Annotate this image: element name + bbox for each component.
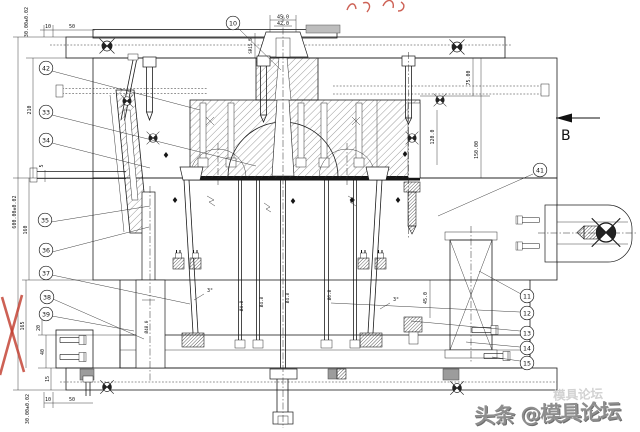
dim-20: 20 [36,325,42,331]
svg-text:12: 12 [523,310,531,317]
balloon-39: 39 [38,306,54,322]
balloon-15: 15 [519,355,535,371]
knockout-rod [269,368,298,425]
dim-pin3: Ø4.8 [284,292,291,303]
spring-box [444,226,498,362]
svg-text:37: 37 [42,270,50,277]
svg-text:14: 14 [523,345,531,352]
pillar-dia-label: Ø48.0 [143,320,150,333]
watermark-main: 头条 @模具论坛 [473,399,621,429]
dim-75: 75.00 [466,70,472,85]
balloon-35: 35 [37,212,53,228]
balloon-36: 36 [38,242,54,258]
support-pillar: Ø48.0 [135,191,166,369]
centerlines [149,15,409,428]
svg-text:38: 38 [43,294,51,301]
svg-text:10: 10 [229,20,237,27]
balloon-34: 34 [38,132,54,148]
svg-text:15: 15 [523,360,531,367]
balloon-leaders [50,27,534,362]
dim-angle-left: 3° [207,288,213,294]
balloon-41: 41 [532,162,548,178]
svg-text:36: 36 [42,247,50,254]
dim-pin4: Ø6.8 [326,289,333,300]
tie-rods [29,83,550,183]
dim-sprue-r: SR15.5 [248,38,254,54]
svg-text:39: 39 [42,311,50,318]
dim-45: 45.0 [423,292,429,304]
dim-bot-50: 50 [69,397,75,403]
dim-40: 40 [40,349,46,355]
red-scribble [346,3,357,11]
dim-5: 5 [39,164,45,167]
balloon-callouts: 10 42 33 34 35 36 37 38 39 41 11 12 13 1… [37,15,548,371]
cap-screw-left [142,56,157,122]
balloon-37: 37 [38,265,54,281]
balloon-42: 42 [38,60,54,76]
angled-lifters [172,166,390,348]
cavity-block [189,31,421,185]
dim-angle-right: 3° [393,297,399,303]
bottom-left-screw [82,375,94,396]
dim-top-10: 10 [45,24,51,30]
balloon-10: 10 [225,15,241,31]
balloon-38: 38 [39,289,55,305]
balloon-13: 13 [519,325,535,341]
dim-pin1: Ø4.8 [238,300,245,311]
svg-text:41: 41 [536,167,544,174]
dim-sprue-1: 45.0 [277,15,289,21]
svg-text:34: 34 [42,137,50,144]
dim-165: 165 [20,321,26,330]
view-arrow-head [556,113,572,123]
dim-210: 210 [27,105,33,114]
dim-bot-10: 10 [45,397,51,403]
dim-overall: 600.00±0.02 [12,195,18,228]
left-slide [109,53,149,234]
spacer-and-screws [59,316,511,362]
balloon-14: 14 [519,340,535,356]
svg-text:42: 42 [42,65,50,72]
svg-text:35: 35 [41,217,49,224]
view-label: B [561,128,571,144]
balloon-12: 12 [519,305,535,321]
side-cylinder [515,204,638,263]
dim-tol-top: 30.00±0.02 [24,7,30,37]
balloon-11: 11 [519,288,535,304]
dim-tol-bottom: 30.00±0.02 [25,394,31,424]
section-diamonds [163,116,408,213]
dim-150: 150.00 [474,141,480,159]
view-direction-b: B [556,113,600,144]
balloon-33: 33 [38,104,54,120]
svg-text:11: 11 [523,293,531,300]
cap-screw-center [256,55,271,124]
svg-text:33: 33 [42,109,50,116]
dim-15: 15 [45,376,51,382]
dim-top-50: 50 [69,24,75,30]
red-marks [0,0,405,376]
dim-160: 160 [23,225,29,234]
dim-120: 120.0 [430,129,436,144]
bottom-details [79,368,460,425]
svg-text:13: 13 [523,330,531,337]
dim-sprue-2: 42.0 [277,21,289,27]
ejector-pins [234,180,361,368]
dim-pin2: Ø4.8 [258,296,265,307]
dimension-labels: 30.00±0.02 10 50 210 600.00±0.02 160 5 1… [12,7,480,424]
dimension-lines [13,15,490,408]
dowel-pin-dark [403,181,421,235]
